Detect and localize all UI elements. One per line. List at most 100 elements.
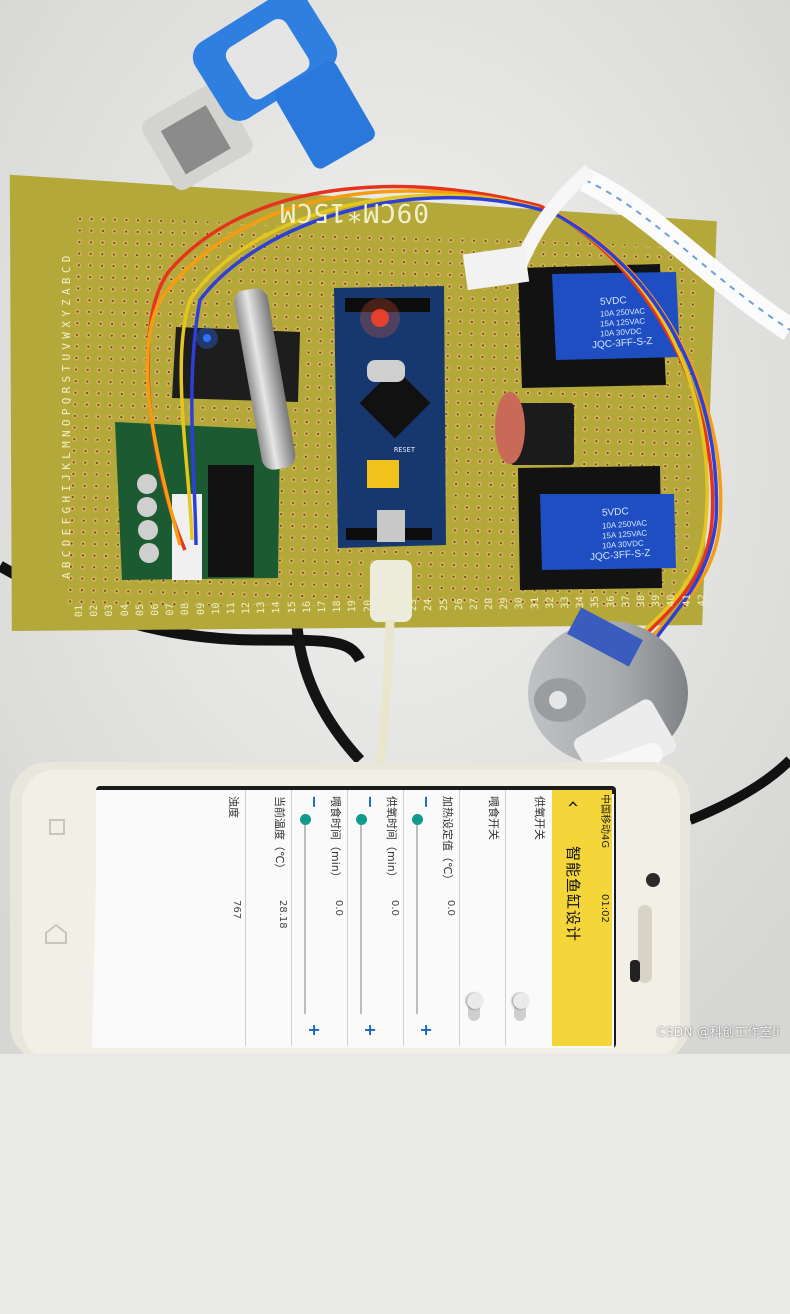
settings-list: 供氧开关 喂食开关 加热设定值（℃） 0.0 − + (96, 790, 552, 1046)
column-number-36: 36 (605, 595, 617, 608)
minus-button[interactable]: − (417, 795, 436, 809)
row-current-temperature: 当前温度（℃） 28.18 (245, 790, 292, 1046)
column-number-22: 22 (392, 599, 405, 612)
temperature-probe (234, 288, 296, 470)
column-number-35: 35 (590, 595, 602, 609)
row-oxygen-switch: 供氧开关 (505, 790, 552, 1046)
row-feed-switch: 喂食开关 (459, 790, 506, 1046)
row-label: 喂食开关 (487, 796, 500, 840)
column-number-42: 42 (696, 593, 708, 607)
column-number-02: 02 (89, 604, 101, 617)
turbidity-sensor (142, 0, 375, 190)
usb-cable (375, 619, 395, 771)
column-number-07: 07 (165, 602, 177, 616)
black-cable-right (688, 756, 790, 825)
plus-button[interactable]: + (305, 1023, 324, 1037)
column-number-28: 28 (483, 597, 496, 611)
buzzer (495, 392, 574, 465)
wire-red-right (539, 204, 715, 642)
row-feed-time: 喂食时间（min） 0.0 − + (291, 790, 348, 1046)
relay-top (518, 264, 680, 388)
column-number-33: 33 (559, 596, 572, 609)
row-turbidity: 浊度 767 (200, 790, 246, 1046)
app-rotated-frame: 中国移动4G 01:02 ‹ 智能鱼缸设计 供氧开关 喂食开关 (96, 790, 612, 1046)
row-letter-strip: ABCDEFGHIJKLMNOPQRSTUVWXYZABCD (60, 251, 73, 579)
phone-app: 中国移动4G 01:02 ‹ 智能鱼缸设计 供氧开关 喂食开关 (96, 790, 612, 1046)
relay-top-brand: 5VDC (599, 295, 628, 308)
app-title: 智能鱼缸设计 (564, 846, 582, 943)
plus-button[interactable]: + (417, 1023, 436, 1037)
column-number-11: 11 (225, 601, 238, 615)
column-number-23: 23 (408, 598, 420, 612)
wire-blue (190, 195, 556, 546)
column-number-34: 34 (575, 595, 587, 609)
column-number-19: 19 (347, 599, 359, 613)
oxygen-slider-thumb[interactable] (356, 814, 367, 825)
column-number-05: 05 (134, 603, 146, 617)
column-number-29: 29 (499, 597, 511, 610)
wire-blue-right (554, 212, 719, 645)
row-oxygen-time: 供氧时间（min） 0.0 − + (347, 790, 404, 1046)
column-number-03: 03 (104, 604, 116, 617)
oxygen-slider-track[interactable] (360, 814, 362, 1014)
column-number-27: 27 (468, 597, 480, 611)
column-number-12: 12 (240, 601, 253, 615)
toggle-knob (513, 993, 529, 1009)
app-bar: ‹ 智能鱼缸设计 (552, 790, 596, 1046)
column-number-10: 10 (210, 602, 222, 615)
column-number-13: 13 (256, 601, 268, 615)
oxygen-toggle[interactable] (513, 993, 529, 1021)
column-number-16: 16 (301, 600, 313, 614)
feed-slider-track[interactable] (304, 814, 306, 1014)
row-heat-setpoint: 加热设定值（℃） 0.0 − + (403, 790, 460, 1046)
minus-button[interactable]: − (361, 795, 380, 809)
relay-bottom-brand: 5VDC (601, 506, 630, 519)
temperature-value: 28.18 (277, 900, 288, 929)
column-number-09: 09 (195, 602, 207, 616)
mcu-board (334, 286, 446, 548)
mcu-reset-label: RESET (394, 446, 416, 454)
row-label: 喂食时间（min） (329, 796, 342, 883)
column-number-06: 06 (149, 603, 162, 616)
column-number-04: 04 (119, 603, 131, 617)
back-arrow-icon[interactable]: ‹ (562, 800, 586, 808)
usb-plug (370, 560, 412, 622)
turbidity-value: 767 (231, 900, 242, 920)
status-bar: 中国移动4G 01:02 (596, 790, 612, 1046)
row-value: 0.0 (445, 900, 456, 916)
column-number-14: 14 (271, 601, 283, 614)
row-value: 0.0 (389, 900, 400, 916)
row-label: 当前温度（℃） (273, 796, 286, 875)
column-number-32: 32 (544, 596, 556, 609)
heat-slider-track[interactable] (416, 814, 418, 1014)
relay-bottom (518, 466, 676, 590)
column-number-25: 25 (438, 598, 450, 611)
toggle-knob (467, 993, 483, 1009)
column-number-37: 37 (620, 595, 632, 608)
column-number-30: 30 (514, 596, 526, 610)
column-number-18: 18 (332, 600, 344, 613)
row-value: 0.0 (333, 900, 344, 916)
column-number-08: 08 (180, 602, 192, 616)
plus-button[interactable]: + (361, 1023, 380, 1037)
column-number-17: 17 (316, 600, 329, 613)
board-size-label: 09CM*15CM (279, 197, 429, 227)
csdn-watermark: CSDN @科创工作室li (656, 1025, 780, 1039)
column-number-15: 15 (286, 600, 298, 614)
wire-orange (145, 189, 546, 546)
white-connector (462, 245, 530, 291)
column-number-20: 20 (362, 599, 374, 613)
column-number-31: 31 (529, 596, 541, 610)
column-number-21: 21 (377, 599, 389, 612)
row-label: 供氧开关 (533, 796, 546, 840)
row-label: 浊度 (227, 796, 240, 818)
heat-slider-thumb[interactable] (412, 814, 423, 825)
feed-toggle[interactable] (467, 993, 483, 1021)
wire-yellow (179, 193, 551, 541)
column-number-24: 24 (423, 598, 435, 612)
minus-button[interactable]: − (305, 795, 324, 809)
feed-slider-thumb[interactable] (300, 814, 311, 825)
column-number-39: 39 (650, 594, 663, 608)
column-number-01: 01 (73, 604, 86, 618)
column-number-40: 40 (666, 594, 678, 607)
